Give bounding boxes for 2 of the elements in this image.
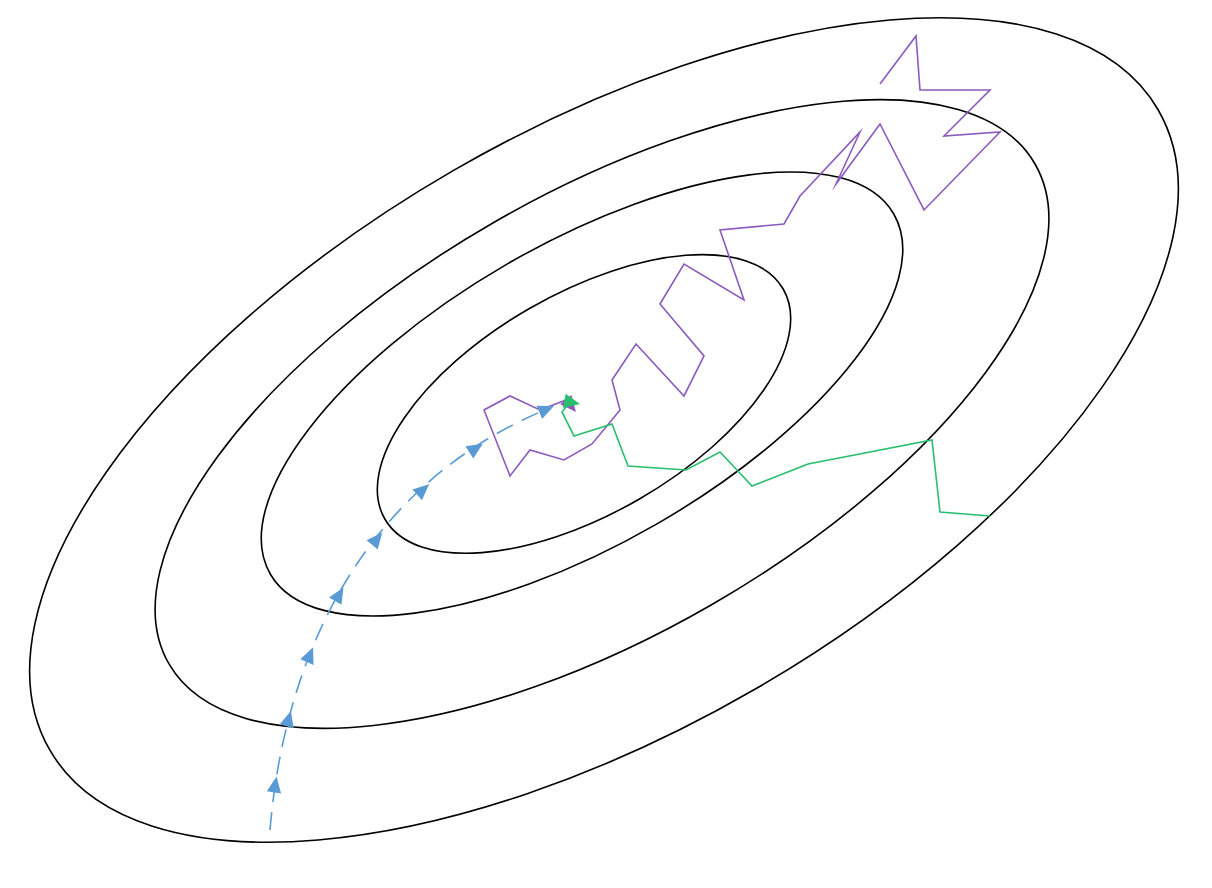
descent-path <box>483 33 1003 478</box>
descent-path <box>561 393 991 517</box>
